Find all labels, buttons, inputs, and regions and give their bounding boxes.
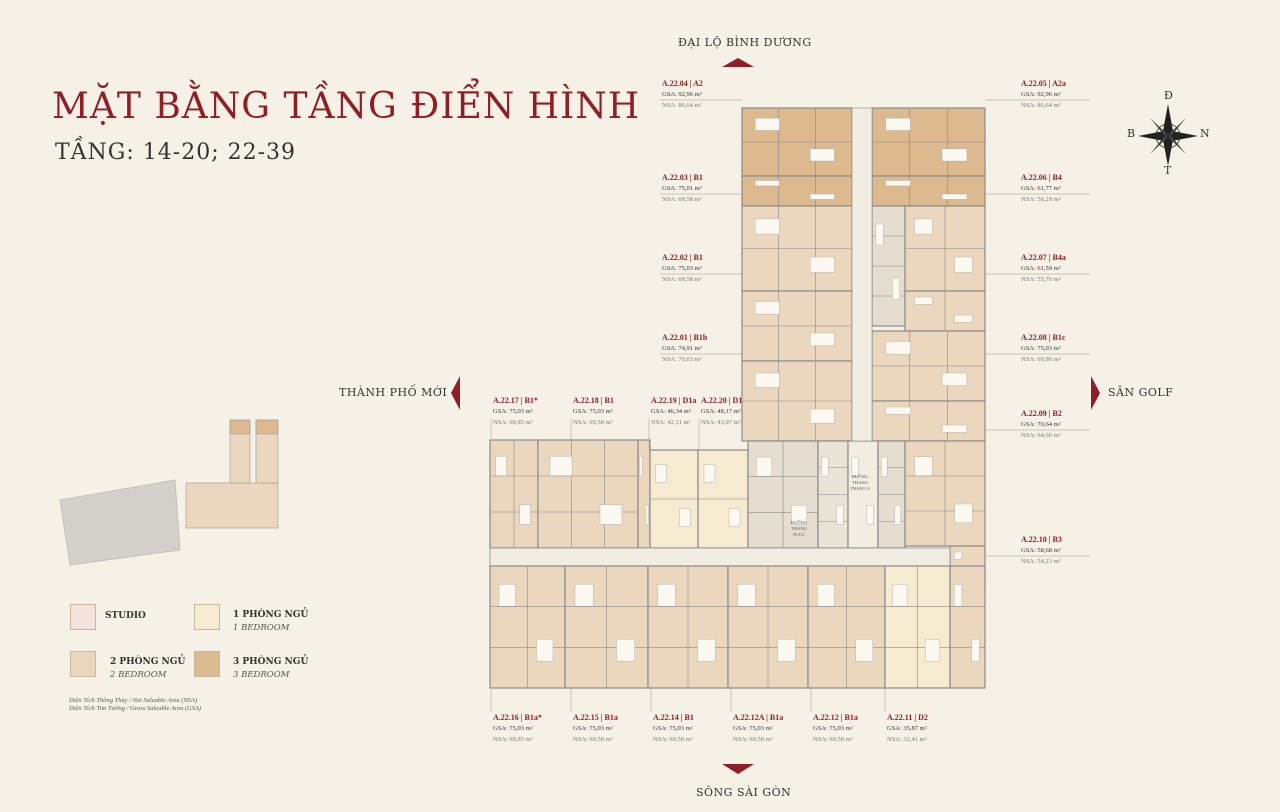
unit-a2205-plan <box>871 107 986 177</box>
note-gsa: Diện Tích Tim Tường / Gross Saleable Are… <box>69 705 202 712</box>
unit-south-0-plan <box>489 565 566 689</box>
unit-a2208-plan <box>871 330 986 402</box>
compass-east-letter: N <box>1200 127 1210 140</box>
lift-shaft-plan <box>817 440 849 549</box>
direction-west-label: THÀNH PHỐ MỚI <box>339 386 448 399</box>
direction-arrows <box>451 58 1100 774</box>
page-title: MẶT BẰNG TẦNG ĐIỂN HÌNH <box>52 86 641 127</box>
direction-south-label: SÔNG SÀI GÒN <box>696 786 792 799</box>
compass-south-letter: T <box>1164 164 1172 177</box>
unit-a2206-plan <box>904 205 986 292</box>
legend-swatch-studio <box>70 604 96 630</box>
legend-2bed-sub: 2 BEDROOM <box>110 670 167 680</box>
floor-range: TẦNG: 14-20; 22-39 <box>55 140 297 165</box>
unit-a2201-plan <box>741 360 853 442</box>
legend-swatch-2bed <box>70 651 96 677</box>
core-label-fire-stair: BUỒNG THANG PCCC <box>790 520 807 537</box>
note-nsa: Diện Tích Thông Thủy / Net Saleable Area… <box>69 697 198 704</box>
north-arrow-icon <box>722 58 754 67</box>
unit-a2210c-plan <box>949 565 986 689</box>
core-label-lift-a: BUỒNG THANG THANG A <box>850 474 870 491</box>
compass-west-letter: B <box>1127 127 1136 140</box>
legend-swatch-1bed <box>194 604 220 630</box>
legend-3bed-label: 3 PHÒNG NGỦ <box>233 657 309 667</box>
core-east-plan <box>877 440 906 549</box>
south-arrow-icon <box>722 764 754 774</box>
east-arrow-icon <box>1091 376 1100 410</box>
unit-a2205b-plan <box>871 175 986 207</box>
legend-2bed-label: 2 PHÒNG NGỦ <box>110 657 186 667</box>
unit-a2219-plan <box>649 449 699 549</box>
unit-south-4-plan <box>807 565 886 689</box>
unit-south-1-plan <box>564 565 649 689</box>
unit-a2220-plan <box>697 449 749 549</box>
key-plan-thumbnail <box>59 419 279 566</box>
unit-a2208b-plan <box>871 400 986 442</box>
legend-studio-label: STUDIO <box>105 611 146 621</box>
compass-north-letter: Đ <box>1164 89 1173 102</box>
unit-south-5-plan <box>884 565 951 689</box>
unit-a2203-plan <box>741 205 853 292</box>
unit-south-2-plan <box>647 565 729 689</box>
stair-core-plan <box>871 205 906 327</box>
unit-a2204b-plan <box>741 175 853 207</box>
legend-1bed-label: 1 PHÒNG NGỦ <box>233 610 309 620</box>
unit-leader-lines <box>490 99 1090 712</box>
legend-swatch-3bed <box>194 651 220 677</box>
unit-a2218-plan <box>537 439 639 549</box>
unit-a2207-plan <box>904 290 986 332</box>
unit-a2209-plan <box>904 440 986 547</box>
unit-a2202-plan <box>741 290 853 362</box>
unit-a2204-plan <box>741 107 853 177</box>
direction-east-label: SÂN GOLF <box>1108 386 1174 399</box>
west-arrow-icon <box>451 376 460 410</box>
legend-1bed-sub: 1 BEDROOM <box>233 623 290 633</box>
tower-corridor-plan <box>851 107 873 442</box>
unit-wall-plan <box>637 439 651 549</box>
unit-a2217-plan <box>489 439 539 549</box>
corridor-plan <box>489 547 951 567</box>
floor-plan <box>489 107 986 689</box>
compass-rose-icon <box>1138 104 1198 166</box>
legend-3bed-sub: 3 BEDROOM <box>233 670 290 680</box>
direction-north-label: ĐẠI LỘ BÌNH DƯƠNG <box>678 36 812 49</box>
lobby-plan <box>847 440 879 549</box>
unit-south-3-plan <box>727 565 809 689</box>
